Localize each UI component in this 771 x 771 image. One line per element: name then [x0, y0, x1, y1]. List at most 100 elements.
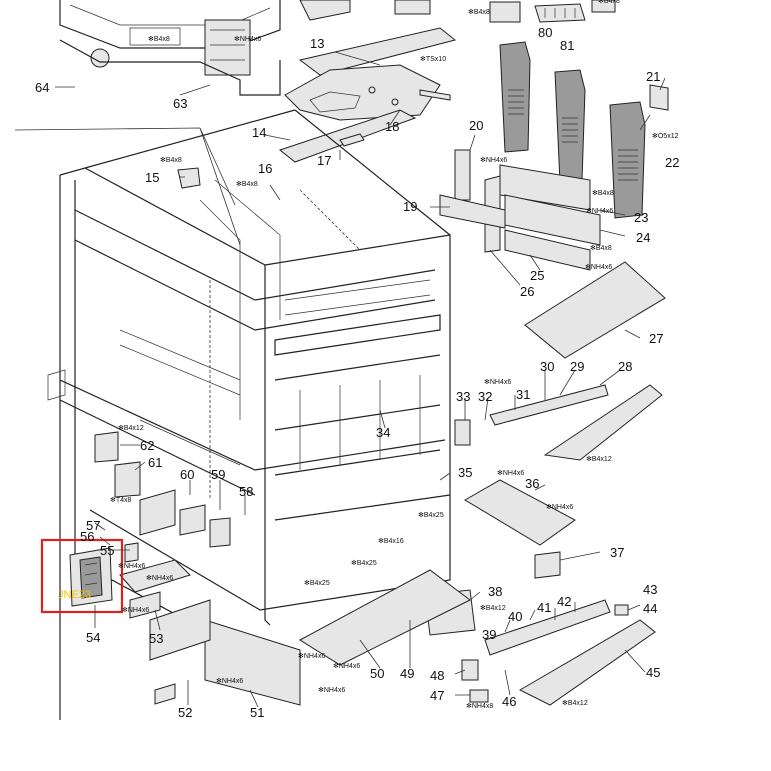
hinge-assemblies — [499, 41, 669, 219]
callout-49: 49 — [400, 666, 414, 681]
callout-14: 14 — [252, 125, 266, 140]
callout-43: 43 — [643, 582, 657, 597]
screw-notes: ✻B4x8 ✻B4x8 ✻B4x8 ✻NH4x6 ✻TSx10 ✻B4x8 ✻B4x8 ✻NH… — [110, 0, 679, 710]
parts-80-81 — [489, 0, 616, 23]
callout-13: 13 — [310, 36, 324, 51]
callout-33: 33 — [456, 389, 470, 404]
callout-26: 26 — [520, 284, 534, 299]
screw-note: ✻B4x25 — [351, 559, 377, 567]
screw-note: ✻NH4x6 — [298, 652, 325, 660]
callout-57: 57 — [86, 518, 100, 533]
callout-39: 39 — [482, 627, 496, 642]
screw-note: ✻NH4x6 — [484, 378, 511, 386]
screw-note: ✻NH4x6 — [122, 606, 149, 614]
screw-note: ✻NH4x6 — [234, 35, 261, 43]
plate-27 — [524, 261, 666, 359]
top-plates — [278, 0, 457, 163]
callout-53: 53 — [149, 631, 163, 646]
callout-22: 22 — [665, 155, 679, 170]
upper-left-assembly — [59, 0, 281, 96]
callout-20: 20 — [469, 118, 483, 133]
callout-59: 59 — [211, 467, 225, 482]
callout-24: 24 — [636, 230, 650, 245]
callout-48: 48 — [430, 668, 444, 683]
screw-note: ✻O5x12 — [652, 132, 679, 140]
screw-note: ✻B4x8 — [236, 180, 258, 188]
main-frame — [47, 109, 451, 720]
screw-note: ✻NH4x6 — [318, 686, 345, 694]
callout-15: 15 — [145, 170, 159, 185]
callout-32: 32 — [478, 389, 492, 404]
screw-note: ✻B4x12 — [118, 424, 144, 432]
callout-56: 56 — [80, 529, 94, 544]
callout-38: 38 — [488, 584, 502, 599]
highlighted-part — [40, 538, 139, 614]
callout-45: 45 — [646, 665, 660, 680]
callout-17: 17 — [317, 153, 331, 168]
screw-note: ✻NH4x6 — [480, 156, 507, 164]
leader-lines — [14, 51, 666, 708]
screw-note: ✻NH4x6 — [497, 469, 524, 477]
screw-note: ✻B4x8 — [590, 244, 612, 252]
callout-58: 58 — [239, 484, 253, 499]
screw-note: ✻B4x25 — [304, 579, 330, 587]
callout-54: 54 — [86, 630, 100, 645]
callout-44: 44 — [643, 601, 657, 616]
callout-81: 81 — [560, 38, 574, 53]
screw-note: ✻B4x25 — [418, 511, 444, 519]
screw-note: ✻NH4x8 — [466, 702, 493, 710]
callout-61: 61 — [148, 455, 162, 470]
highlight-label: JNE23 — [58, 589, 91, 601]
callout-31: 31 — [516, 387, 530, 402]
screw-note: ✻NH4x6 — [585, 263, 612, 271]
callout-41: 41 — [537, 600, 551, 615]
side-rails — [424, 384, 663, 706]
callout-50: 50 — [370, 666, 384, 681]
callout-62: 62 — [140, 438, 154, 453]
screw-note: ✻NH4x6 — [118, 562, 145, 570]
screw-note: ✻B4x8 — [468, 8, 490, 16]
callout-55: 55 — [100, 543, 114, 558]
callout-42: 42 — [557, 594, 571, 609]
screw-note: ✻B4x8 — [148, 35, 170, 43]
screw-note: ✻B4x12 — [480, 604, 506, 612]
screw-note: ✻NH4x6 — [586, 207, 613, 215]
callout-18: 18 — [385, 119, 399, 134]
screw-note: ✻NH4x6 — [146, 574, 173, 582]
callout-35: 35 — [458, 465, 472, 480]
callout-80: 80 — [538, 25, 552, 40]
callout-16: 16 — [258, 161, 272, 176]
callout-52: 52 — [178, 705, 192, 720]
callout-36: 36 — [525, 476, 539, 491]
callout-60: 60 — [180, 467, 194, 482]
callout-40: 40 — [508, 609, 522, 624]
screw-note: ✻T4x8 — [110, 496, 132, 504]
callout-51: 51 — [250, 705, 264, 720]
callout-30: 30 — [540, 359, 554, 374]
callout-23: 23 — [634, 210, 648, 225]
callout-46: 46 — [502, 694, 516, 709]
screw-note: ✻B4x8 — [160, 156, 182, 164]
bottom-parts — [119, 559, 471, 706]
bracket-parts — [177, 149, 601, 271]
screw-note: ✻TSx10 — [420, 55, 446, 63]
callout-34: 34 — [376, 425, 390, 440]
callout-63: 63 — [173, 96, 187, 111]
highlight-box — [40, 538, 124, 614]
callout-27: 27 — [649, 331, 663, 346]
screw-note: ✻NH4x6 — [216, 677, 243, 685]
screw-note: ✻NH4x6 — [333, 662, 360, 670]
callout-19: 19 — [403, 199, 417, 214]
callout-47: 47 — [430, 688, 444, 703]
screw-note: ✻B4x12 — [562, 699, 588, 707]
callout-37: 37 — [610, 545, 624, 560]
screw-note: ✻B4x16 — [378, 537, 404, 545]
callout-29: 29 — [570, 359, 584, 374]
screw-note: ✻B4x12 — [586, 455, 612, 463]
callout-21: 21 — [646, 69, 660, 84]
screw-note: ✻B4x8 — [598, 0, 620, 5]
screw-note: ✻NH4x6 — [546, 503, 573, 511]
callout-64: 64 — [35, 80, 49, 95]
